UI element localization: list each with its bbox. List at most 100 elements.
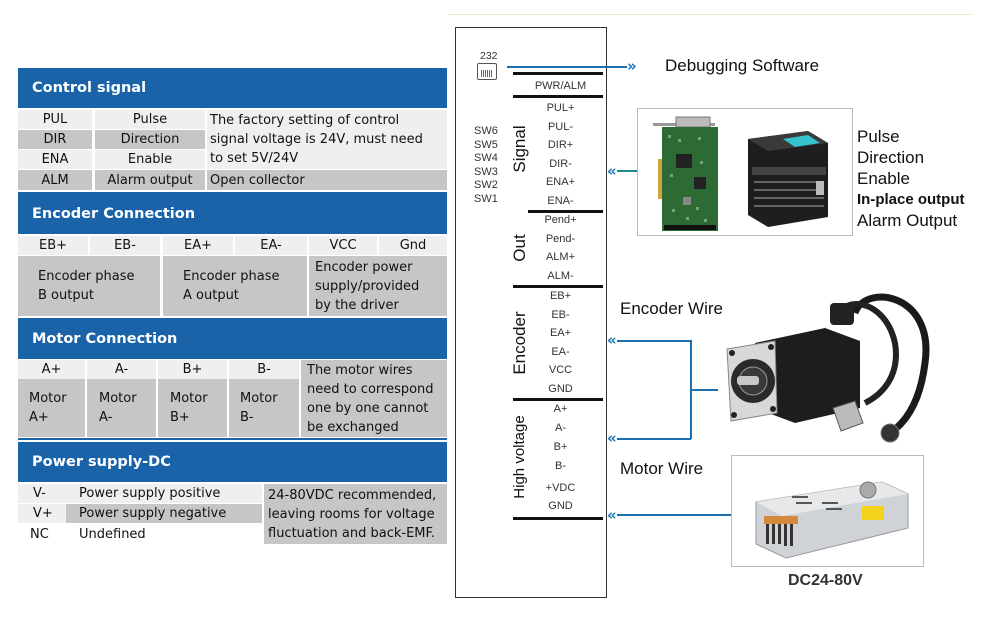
separator bbox=[513, 285, 603, 288]
desc-line: supply/provided bbox=[315, 278, 420, 294]
name-cell: Direction bbox=[95, 130, 205, 149]
pin-cell: EA- bbox=[235, 236, 307, 255]
arrow-left-icon: « bbox=[607, 331, 617, 349]
dip-switch-list: SW6 SW5 SW4 SW3 SW2 SW1 bbox=[474, 125, 498, 206]
pin-cell: B- bbox=[229, 360, 299, 379]
port-label: 232 bbox=[480, 50, 498, 62]
arrow-left-icon: « bbox=[607, 506, 617, 524]
motor-desc: Motor A+ bbox=[18, 379, 85, 437]
note-line: 24-80VDC recommended, bbox=[268, 487, 437, 503]
pin-cell: V- bbox=[18, 484, 66, 503]
pin-cell: EB+ bbox=[18, 236, 88, 255]
signal-direction: Direction bbox=[857, 148, 925, 167]
encoder-connection-panel: Encoder Connection EB+ EB- EA+ EA- VCC G… bbox=[18, 194, 447, 320]
pin-cell: A- bbox=[87, 360, 156, 379]
encoder-wire-label: Encoder Wire bbox=[620, 299, 723, 318]
separator bbox=[513, 95, 603, 98]
pin-cell: B+ bbox=[158, 360, 227, 379]
servo-motor-image bbox=[726, 293, 930, 443]
pin-label: GND bbox=[548, 383, 573, 395]
pin-label: ENA- bbox=[547, 195, 574, 207]
power-supply-illustration bbox=[755, 481, 909, 559]
power-table: V- Power supply positive V+ Power supply… bbox=[18, 484, 447, 546]
motor-desc: Motor B+ bbox=[158, 379, 227, 437]
desc-line: Motor bbox=[170, 391, 208, 406]
name-cell: Alarm output bbox=[95, 170, 205, 190]
controller-image bbox=[637, 108, 853, 236]
switch-label: SW6 bbox=[474, 125, 498, 137]
pin-cell: ENA bbox=[18, 150, 92, 169]
power-supply-title: Power supply-DC bbox=[18, 442, 447, 482]
pin-label: EB+ bbox=[549, 290, 572, 302]
note-line: leaving rooms for voltage bbox=[268, 506, 435, 522]
pin-label: EA- bbox=[551, 346, 570, 358]
motor-table: A+ A- B+ B- Motor A+ Motor A- Motor B+ M… bbox=[18, 360, 447, 440]
rj45-port-icon bbox=[477, 63, 497, 80]
arrow-left-icon: « bbox=[607, 162, 617, 180]
separator bbox=[513, 517, 603, 520]
motor-connection-title: Motor Connection bbox=[18, 319, 447, 359]
separator bbox=[513, 72, 603, 75]
desc-line: B- bbox=[240, 410, 254, 425]
motor-connection-panel: Motor Connection A+ A- B+ B- Motor A+ Mo… bbox=[18, 319, 447, 440]
power-note: 24-80VDC recommended, leaving rooms for … bbox=[264, 484, 447, 544]
pin-label: ENA+ bbox=[545, 176, 576, 188]
desc-line: Motor bbox=[99, 391, 137, 406]
control-signal-table: PUL Pulse DIR Direction ENA Enable ALM A… bbox=[18, 110, 447, 194]
desc-line: by the driver bbox=[315, 297, 399, 313]
name-cell: Power supply negative bbox=[66, 504, 262, 523]
pin-label: EA+ bbox=[549, 327, 572, 339]
alm-note: Open collector bbox=[207, 170, 447, 190]
encoder-wire-top bbox=[617, 340, 691, 342]
pin-label: A+ bbox=[553, 403, 568, 415]
pin-label: +VDC bbox=[545, 482, 576, 494]
pin-cell: ALM bbox=[18, 170, 92, 190]
name-cell: Pulse bbox=[95, 110, 205, 129]
encoder-wire-from-motor bbox=[690, 389, 718, 391]
top-divider bbox=[448, 14, 972, 15]
control-signal-title: Control signal bbox=[18, 68, 447, 108]
motor-desc: Motor A- bbox=[87, 379, 156, 437]
control-signal-panel: Control signal PUL Pulse DIR Direction E… bbox=[18, 68, 447, 194]
group-label-high-voltage: High voltage bbox=[511, 415, 528, 499]
name-cell: Enable bbox=[95, 150, 205, 169]
name-cell: Power supply positive bbox=[66, 484, 262, 503]
encoder-connection-title: Encoder Connection bbox=[18, 194, 447, 234]
encoder-wire-bottom bbox=[617, 438, 691, 440]
switch-label: SW3 bbox=[474, 165, 498, 178]
separator bbox=[513, 398, 603, 401]
switch-label: SW2 bbox=[474, 179, 498, 191]
control-signal-note: The factory setting of control signal vo… bbox=[207, 110, 447, 169]
note-line: one by one cannot bbox=[307, 400, 429, 416]
encoder-desc-power: Encoder power supply/provided by the dri… bbox=[309, 256, 447, 316]
encoder-desc-b: Encoder phase B output bbox=[18, 256, 160, 316]
desc-line: B output bbox=[38, 288, 94, 303]
signal-enable: Enable bbox=[857, 169, 910, 188]
pin-cell: V+ bbox=[18, 504, 66, 523]
debugging-software-label: Debugging Software bbox=[665, 56, 820, 75]
power-wire bbox=[617, 514, 732, 516]
note-line: to set 5V/24V bbox=[210, 151, 299, 166]
desc-line: Encoder phase bbox=[183, 269, 280, 284]
name-cell: Undefined bbox=[66, 524, 262, 544]
pin-label: EB- bbox=[551, 309, 570, 321]
group-label-out: Out bbox=[510, 234, 529, 262]
pin-label: A- bbox=[555, 422, 566, 434]
note-line: The motor wires bbox=[307, 362, 413, 378]
pin-label: DIR+ bbox=[547, 139, 574, 151]
desc-line: A output bbox=[183, 288, 239, 303]
desc-line: Motor bbox=[29, 391, 67, 406]
arrow-right-icon: » bbox=[627, 57, 637, 75]
arrow-left-icon: « bbox=[607, 429, 617, 447]
desc-line: Encoder power bbox=[315, 259, 413, 275]
switch-label: SW1 bbox=[474, 192, 498, 205]
note-line: fluctuation and back-EMF. bbox=[268, 525, 436, 541]
power-supply-image bbox=[731, 455, 924, 567]
controller-wire bbox=[617, 170, 638, 172]
note-line: be exchanged bbox=[307, 419, 399, 435]
power-voltage-label: DC24-80V bbox=[788, 572, 863, 589]
signal-pulse: Pulse bbox=[857, 127, 900, 146]
desc-line: Encoder phase bbox=[38, 269, 135, 284]
desc-line: A+ bbox=[29, 410, 49, 425]
pin-cell: Gnd bbox=[379, 236, 447, 255]
